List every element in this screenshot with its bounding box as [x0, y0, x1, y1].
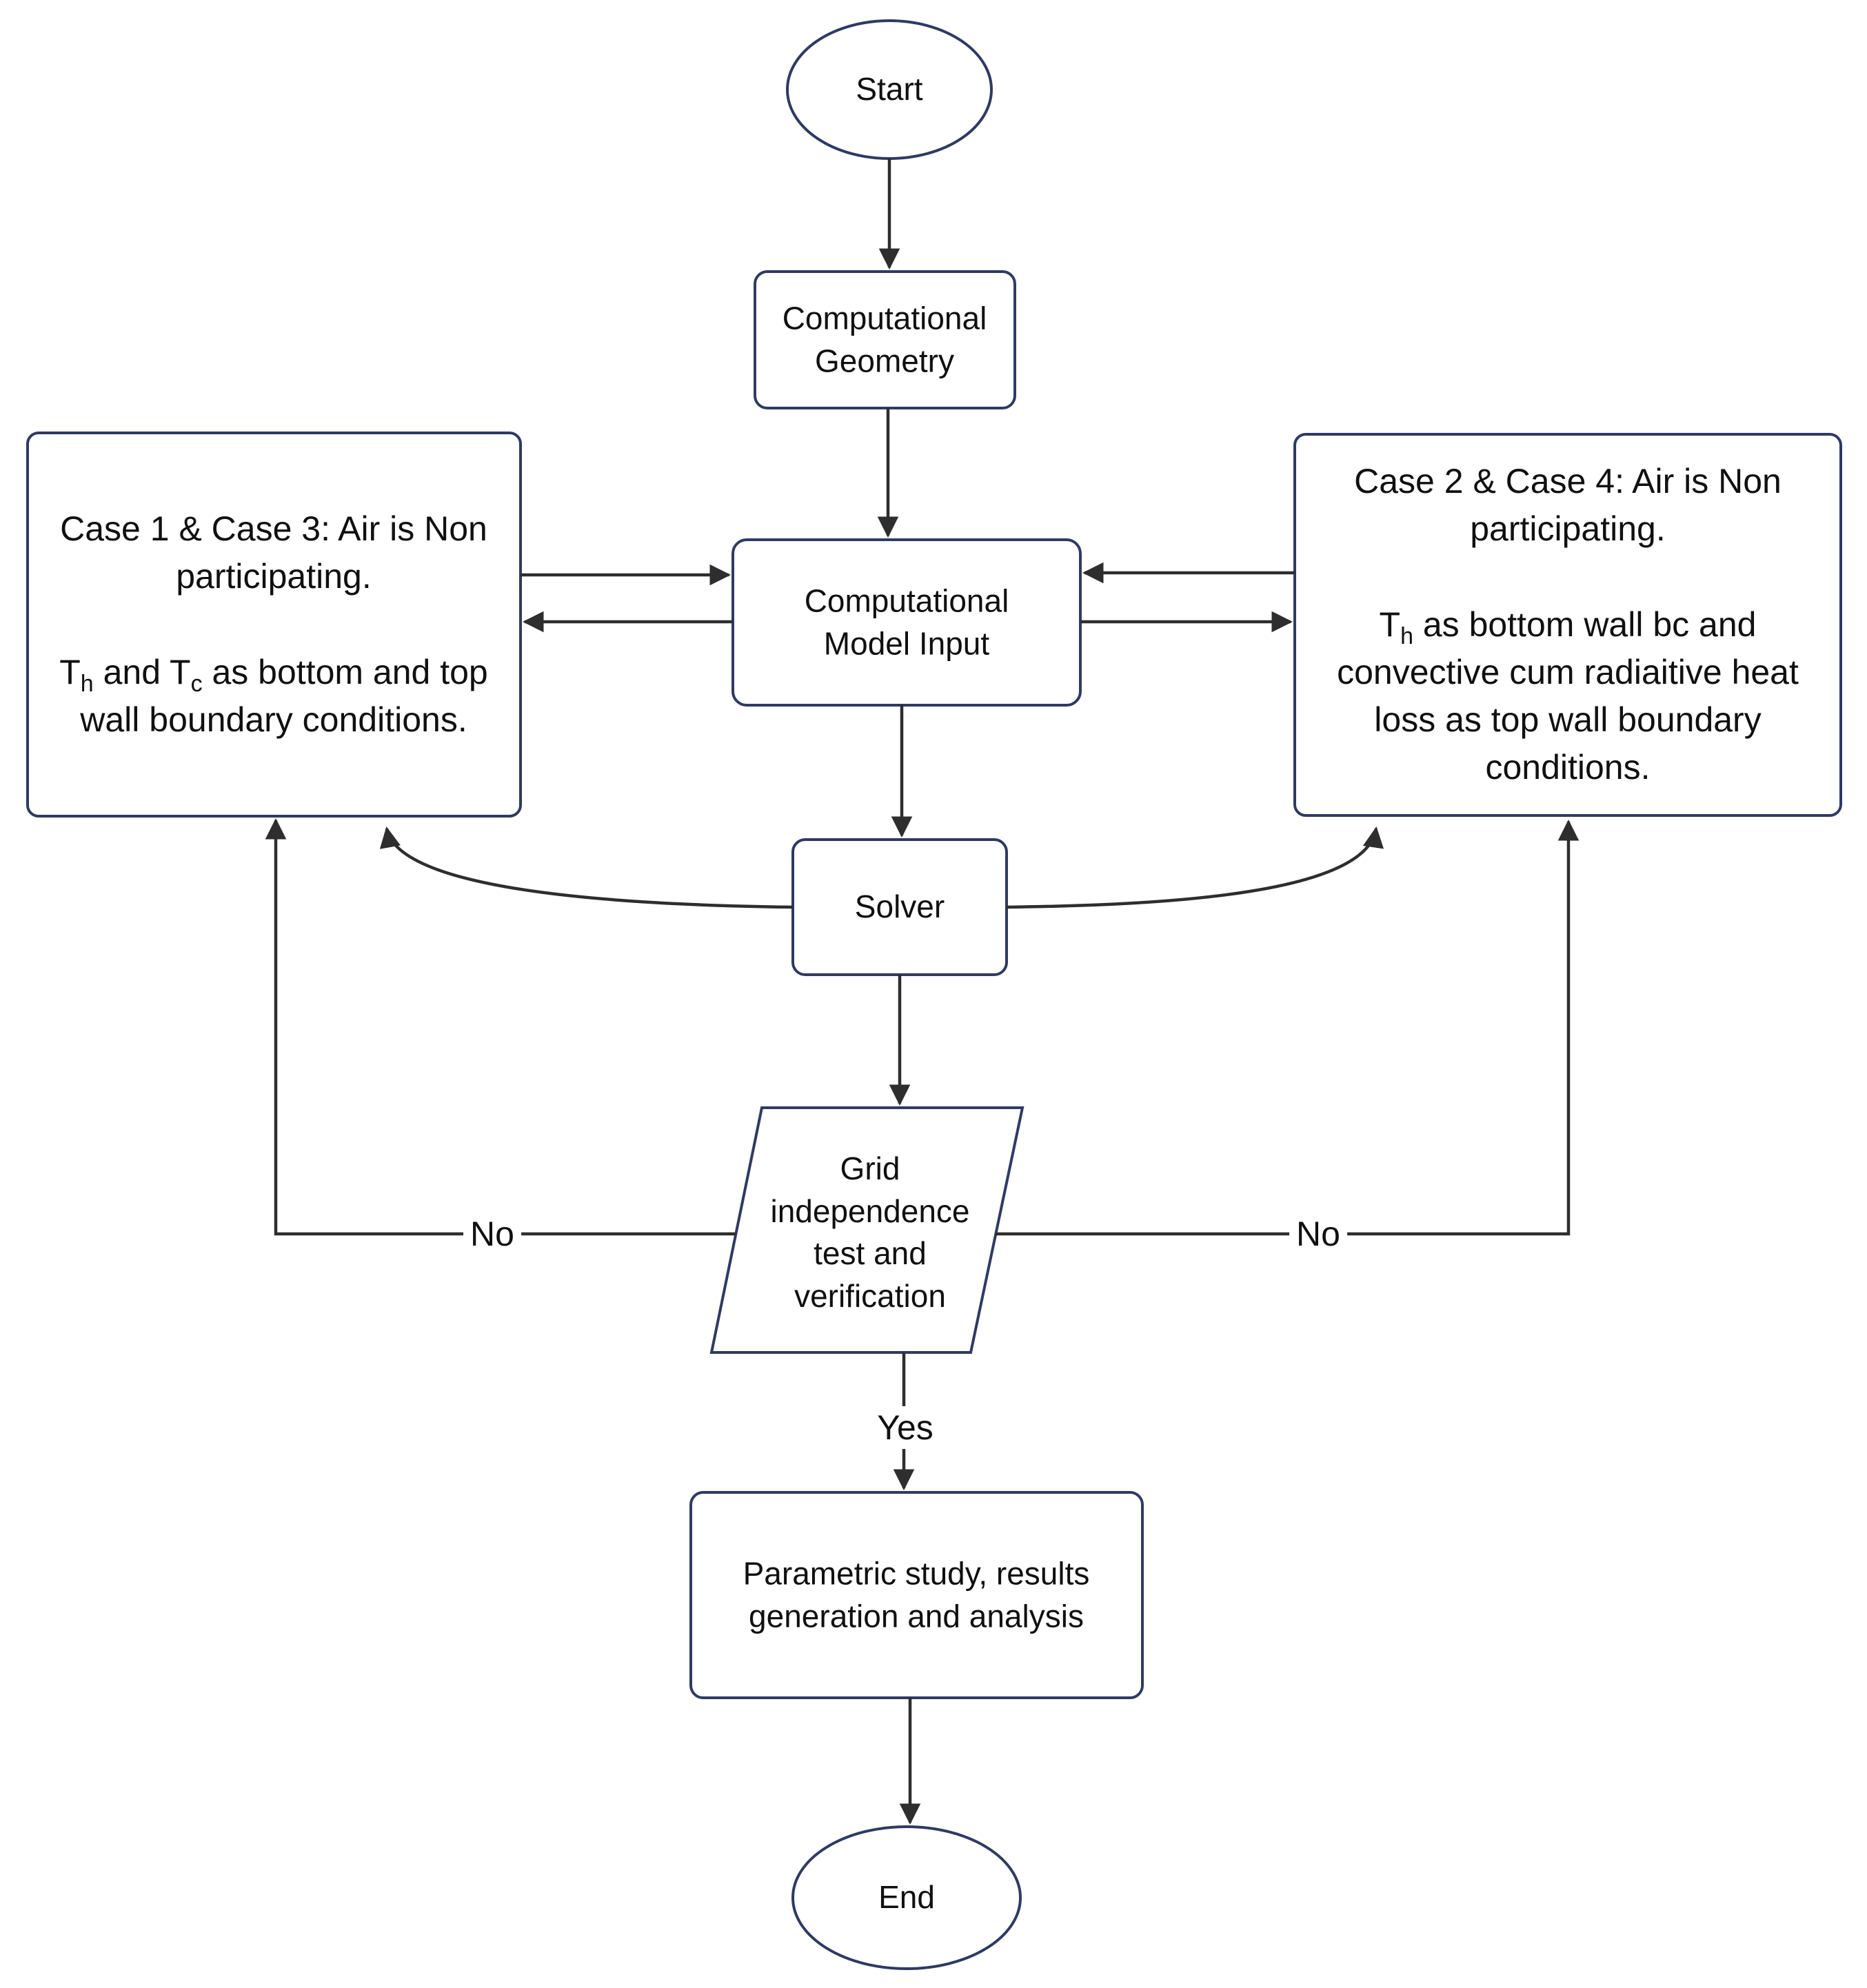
- parametric-study-box: [689, 1491, 1144, 1699]
- start-label: Start: [856, 71, 923, 108]
- no-label-left: No: [463, 1213, 521, 1255]
- case-1-3-text: Case 1 & Case 3: Air is Non participatin…: [39, 505, 508, 744]
- no-label-right: No: [1289, 1213, 1347, 1255]
- curve-solver-to-case13: [379, 826, 794, 909]
- solver-label: Solver: [854, 889, 945, 925]
- case-1-3-boundary-conditions: Th and Tc as bottom and top wall boundar…: [59, 653, 488, 739]
- case-2-4-box: [1293, 433, 1842, 817]
- end-label: End: [878, 1879, 935, 1916]
- case-1-3-box: [26, 432, 522, 818]
- yes-label: Yes: [870, 1406, 940, 1449]
- case-1-3-title: Case 1 & Case 3: Air is Non participatin…: [60, 509, 487, 596]
- case-2-4-boundary-conditions: Th as bottom wall bc and convective cum …: [1337, 605, 1799, 787]
- end-ellipse: [791, 1825, 1022, 1970]
- grid-test-parallelogram: [709, 1106, 1025, 1354]
- grid-test-label: Grid independence test and verification: [770, 1150, 970, 1314]
- case-2-4-title: Case 2 & Case 4: Air is Non participatin…: [1354, 462, 1782, 548]
- computational-geometry-label: Computational Geometry: [782, 300, 987, 378]
- computational-geometry-box: [754, 270, 1016, 409]
- case-2-4-text: Case 2 & Case 4: Air is Non participatin…: [1323, 458, 1813, 791]
- computational-model-input-label: Computational Model Input: [804, 582, 1009, 661]
- curve-solver-to-case24: [1006, 826, 1384, 909]
- no-feedback-right-line: [996, 819, 1580, 1236]
- parametric-study-label: Parametric study, results generation and…: [743, 1555, 1090, 1634]
- no-feedback-left-line: [265, 818, 736, 1236]
